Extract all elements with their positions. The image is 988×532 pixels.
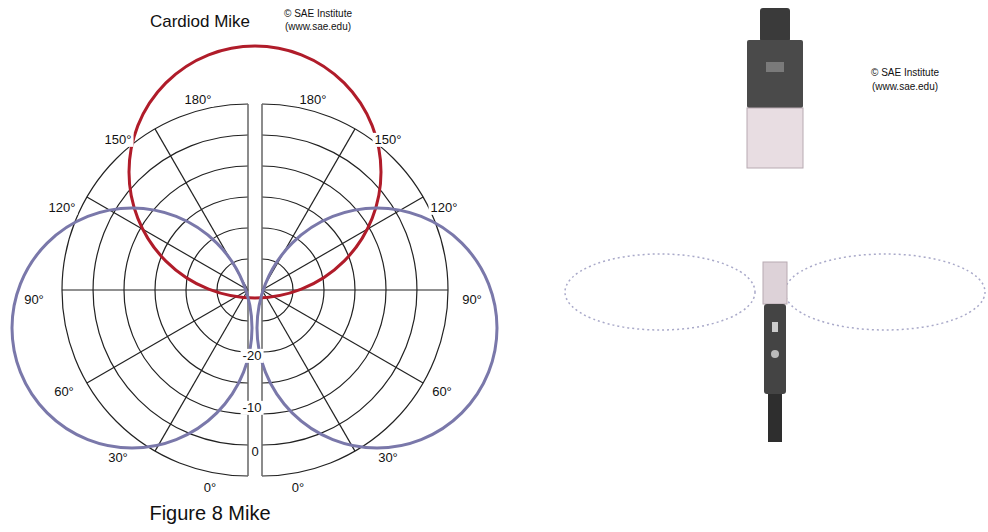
level-label: -10 [241,401,264,415]
cardioid-pattern [129,46,381,298]
angle-label: 150° [103,133,134,147]
grid-ring [62,104,248,476]
level-label: -20 [241,349,264,363]
pattern-caption: Figure 8 Mike [147,502,272,524]
mic-head-body [747,40,803,108]
angle-label: 150° [373,133,404,147]
mic-switch-2 [771,350,779,358]
microphone-picture [747,8,803,442]
angle-label: 90° [460,293,484,307]
angle-label: 120° [429,201,460,215]
grid-spoke [87,290,248,383]
level-label: 0 [249,445,260,459]
mic-switch [772,322,778,332]
dotted-lobe-left [565,254,755,330]
angle-label: 30° [376,451,400,465]
copyright-url: (www.sae.edu) [870,81,940,92]
polar-grid [62,104,448,476]
angle-label: 120° [47,201,78,215]
angle-label: 60° [430,385,454,399]
mic-connector [768,394,782,442]
mic-badge [766,62,784,72]
grid-ring [262,104,448,476]
mic-grille [747,108,803,168]
grid-spoke [262,290,423,383]
mic-capsule [763,262,787,304]
angle-label: 30° [106,451,130,465]
figure8-lobe-right [257,208,497,448]
angle-label: 180° [298,93,329,107]
dotted-lobe-right [785,254,985,330]
grid-axis [247,104,249,476]
angle-label: 90° [22,293,46,307]
angle-label: 0° [290,481,306,495]
angle-label: 180° [183,93,214,107]
copyright-note: © SAE Institute [869,67,941,78]
copyright-url: (www.sae.edu) [283,21,353,32]
angle-label: 0° [202,481,218,495]
figure8-lobe-left [12,208,252,448]
copyright-note: © SAE Institute [282,8,354,19]
angle-label: 60° [52,385,76,399]
pattern-title: Cardiod Mike [148,13,252,32]
grid-spoke [262,289,448,290]
mic-top-cap [760,8,790,42]
grid-spoke [62,289,248,290]
mic-shaft [764,304,786,394]
